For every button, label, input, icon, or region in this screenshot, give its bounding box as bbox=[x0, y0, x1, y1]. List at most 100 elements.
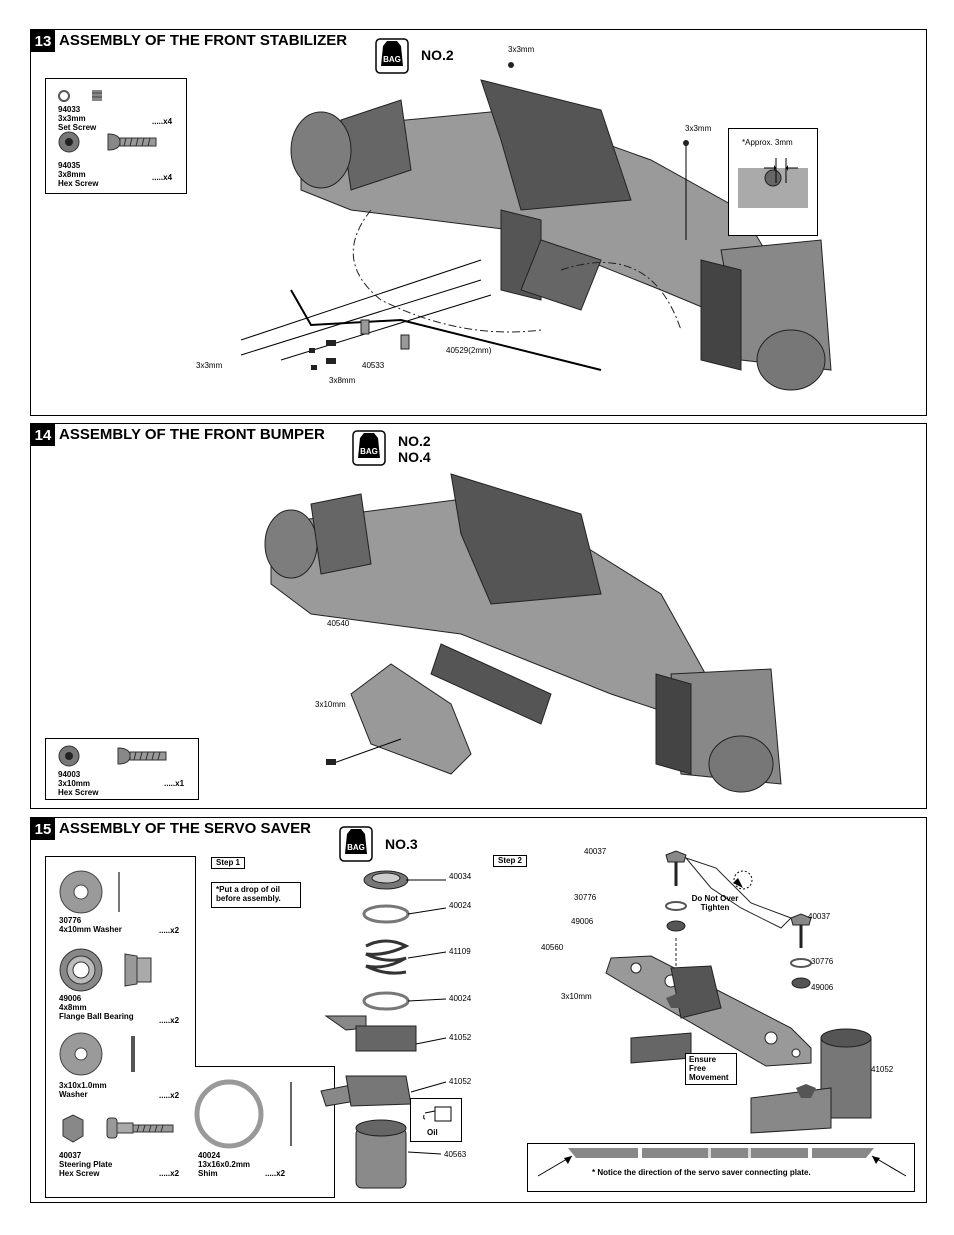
approx-detail-box bbox=[728, 128, 818, 236]
ensure-free-box: Ensure Free Movement bbox=[685, 1053, 737, 1085]
bag-number: NO.4 bbox=[398, 449, 431, 465]
bag-icon: BAG bbox=[352, 430, 386, 466]
step-number: 13 bbox=[31, 30, 55, 52]
arrow-left-icon bbox=[537, 1155, 573, 1177]
step-title: ASSEMBLY OF THE SERVO SAVER bbox=[59, 820, 312, 837]
hex-screw-icon bbox=[58, 131, 157, 153]
part-size: 3x8mm bbox=[58, 170, 86, 179]
plate-direction-diagram bbox=[568, 1148, 874, 1158]
front-bumper-illustration bbox=[264, 473, 782, 793]
part-label: 40560 bbox=[541, 943, 564, 952]
part-name: Shim bbox=[198, 1169, 218, 1178]
bag-number: NO.3 bbox=[385, 836, 418, 852]
part-code: 30776 bbox=[59, 916, 82, 925]
part-code: 40024 bbox=[198, 1151, 221, 1160]
part-code: 49006 bbox=[59, 994, 82, 1003]
bag-icon: BAG bbox=[375, 38, 409, 74]
part-qty: .....x4 bbox=[152, 173, 173, 182]
screw-label: 3x10mm bbox=[315, 700, 346, 709]
part-size: 13x16x0.2mm bbox=[198, 1160, 251, 1169]
screw-label: 3x3mm bbox=[196, 361, 223, 370]
part-name: Hex Screw bbox=[59, 1169, 100, 1178]
part-label: 41052 bbox=[449, 1077, 472, 1086]
part-size: 3x10x1.0mm bbox=[59, 1081, 107, 1090]
part-qty: .....x4 bbox=[152, 117, 173, 126]
part-code: 94003 bbox=[58, 770, 81, 779]
part-label: 30776 bbox=[574, 893, 597, 902]
wire-label: 40529(2mm) bbox=[446, 346, 492, 355]
parts-box: 94003 3x10mm Hex Screw .....x1 bbox=[45, 738, 199, 800]
part-code: 94033 bbox=[58, 105, 81, 114]
step-1-label: Step 1 bbox=[211, 857, 246, 869]
servo-saver-exploded bbox=[320, 870, 447, 1189]
part-label: 49006 bbox=[571, 917, 594, 926]
svg-text:BAG: BAG bbox=[360, 447, 378, 456]
part-label: 3x10mm bbox=[561, 992, 592, 1001]
screw-label: 3x3mm bbox=[685, 124, 712, 133]
part-label: 41052 bbox=[449, 1033, 472, 1042]
ensure-free-note: Ensure Free Movement bbox=[689, 1055, 729, 1082]
screw-label: 3x3mm bbox=[508, 45, 535, 54]
part-label: 40037 bbox=[808, 912, 831, 921]
part-qty: .....x2 bbox=[159, 1169, 180, 1178]
part-label: 40024 bbox=[449, 994, 472, 1003]
bumper-label: 40540 bbox=[327, 619, 350, 628]
oil-note-box: *Put a drop of oil before assembly. bbox=[211, 882, 301, 908]
part-name: Flange Ball Bearing bbox=[59, 1012, 134, 1021]
notice-box: * Notice the direction of the servo save… bbox=[527, 1143, 915, 1192]
part-size: 3x10mm bbox=[58, 779, 91, 788]
part-size: 3x3mm bbox=[58, 114, 86, 123]
screw-label: 3x8mm bbox=[329, 376, 356, 385]
bag-icon: BAG bbox=[339, 826, 373, 862]
part-label: 41052 bbox=[871, 1065, 894, 1074]
part-size: 4x10mm Washer bbox=[59, 925, 122, 934]
part-qty: .....x2 bbox=[159, 926, 180, 935]
bearing-icon bbox=[59, 948, 152, 992]
servo-saver-plate-assembly bbox=[605, 850, 872, 1134]
oil-can-icon bbox=[423, 1106, 452, 1122]
hex-screw-icon bbox=[58, 745, 167, 767]
step-15-panel: 15 ASSEMBLY OF THE SERVO SAVER BAG NO.3 … bbox=[30, 817, 927, 1203]
step-2-label: Step 2 bbox=[493, 855, 528, 867]
part-label: 49006 bbox=[811, 983, 834, 992]
part-qty: .....x1 bbox=[164, 779, 185, 788]
part-label: 40034 bbox=[449, 872, 472, 881]
approx-label: *Approx. 3mm bbox=[742, 138, 793, 147]
part-code: 40037 bbox=[59, 1151, 82, 1160]
mount-label: 40533 bbox=[362, 361, 385, 370]
washer-icon bbox=[59, 1032, 135, 1076]
part-label: 40037 bbox=[584, 847, 607, 856]
shim-icon bbox=[194, 1079, 292, 1149]
step-number: 14 bbox=[31, 424, 55, 446]
arrow-right-icon bbox=[871, 1155, 907, 1177]
oil-box: Oil bbox=[410, 1098, 462, 1142]
part-label: 30776 bbox=[811, 957, 834, 966]
notice-text: * Notice the direction of the servo save… bbox=[592, 1168, 811, 1177]
part-label: 41109 bbox=[449, 947, 471, 956]
step-title: ASSEMBLY OF THE FRONT STABILIZER bbox=[59, 32, 348, 49]
parts-box: 94033 3x3mm Set Screw .....x4 94035 3x8m… bbox=[45, 78, 187, 194]
set-screw-icon bbox=[58, 90, 102, 102]
part-name: Hex Screw bbox=[58, 788, 99, 797]
do-not-tighten-note: Do Not Over Tighten bbox=[691, 894, 739, 912]
part-name: Hex Screw bbox=[58, 179, 99, 188]
bag-number: NO.2 bbox=[421, 47, 454, 63]
svg-text:BAG: BAG bbox=[383, 55, 401, 64]
part-qty: .....x2 bbox=[159, 1091, 180, 1100]
part-qty: .....x2 bbox=[159, 1016, 180, 1025]
front-stabilizer-illustration bbox=[240, 62, 832, 391]
part-name: Set Screw bbox=[58, 123, 97, 132]
washer-icon bbox=[59, 870, 120, 914]
part-name: Washer bbox=[59, 1090, 88, 1099]
step-number: 15 bbox=[31, 818, 55, 840]
part-size: Steering Plate bbox=[59, 1160, 113, 1169]
oil-note: *Put a drop of oil before assembly. bbox=[216, 885, 281, 903]
part-code: 94035 bbox=[58, 161, 81, 170]
oil-label: Oil bbox=[427, 1128, 438, 1137]
step-14-panel: 14 ASSEMBLY OF THE FRONT BUMPER BAG NO.2… bbox=[30, 423, 927, 809]
part-qty: .....x2 bbox=[265, 1169, 286, 1178]
svg-text:BAG: BAG bbox=[347, 843, 365, 852]
part-label: 40563 bbox=[444, 1150, 467, 1159]
step-13-panel: 13 ASSEMBLY OF THE FRONT STABILIZER BAG … bbox=[30, 29, 927, 416]
bag-number: NO.2 bbox=[398, 433, 431, 449]
